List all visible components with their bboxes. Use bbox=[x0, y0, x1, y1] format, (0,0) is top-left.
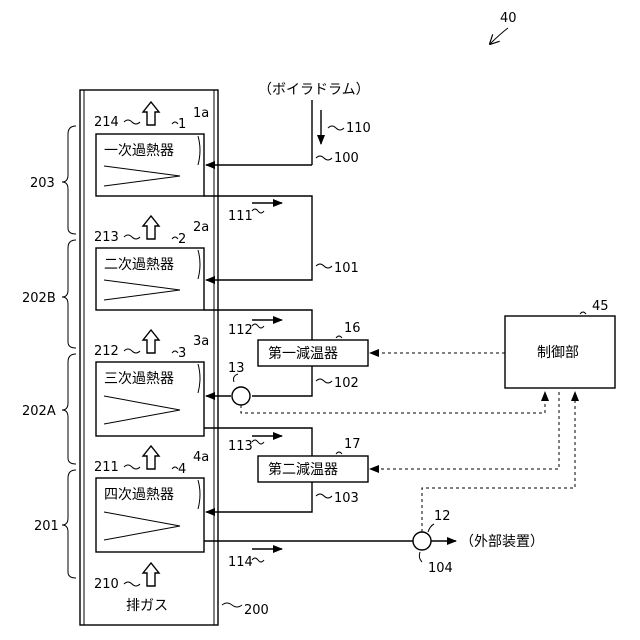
superheater-4-label: 四次過熱器 bbox=[104, 487, 174, 503]
gas-flow-210-leader bbox=[124, 582, 140, 586]
section-brace-202B: 202B bbox=[22, 240, 76, 348]
pipe-104-label: 104 bbox=[428, 561, 453, 576]
attemperator-2-leader bbox=[336, 452, 342, 454]
sensor-13-label: 13 bbox=[228, 361, 245, 376]
figure-pointer bbox=[490, 28, 508, 44]
gas-flow-arrow-214 bbox=[143, 102, 159, 125]
pipe-102-leader bbox=[316, 379, 332, 383]
signal-from-sensor-13 bbox=[241, 392, 545, 413]
gas-flow-210-label: 210 bbox=[94, 577, 119, 592]
pipe-102-upper bbox=[204, 310, 312, 340]
gas-flow-214-leader bbox=[124, 120, 140, 124]
attemperator-1-leader bbox=[336, 336, 342, 338]
sensor-12-leader bbox=[428, 524, 434, 532]
attemperator-2-ref: 17 bbox=[344, 437, 361, 452]
gas-flow-214-label: 214 bbox=[94, 115, 119, 130]
attemperator-1-ref: 16 bbox=[344, 321, 361, 336]
gas-flow-213-leader bbox=[124, 235, 140, 239]
pipe-103-lower bbox=[206, 482, 312, 512]
attemperator-2-label: 第二減温器 bbox=[268, 461, 338, 478]
flow-111-leader bbox=[252, 209, 264, 213]
superheater-3a-ref: 3a bbox=[193, 334, 209, 349]
section-brace-201: 201 bbox=[34, 470, 76, 578]
pipe-101-leader bbox=[316, 264, 332, 268]
superheater-2-ref: 2 bbox=[178, 232, 186, 247]
exhaust-gas-label: 排ガス bbox=[126, 598, 168, 614]
pipe-101 bbox=[204, 196, 312, 280]
pipe-100-leader bbox=[316, 156, 332, 160]
temperature-sensor-13 bbox=[232, 387, 250, 405]
duct-ref: 200 bbox=[244, 603, 269, 618]
superheater-4-ref: 4 bbox=[178, 462, 186, 477]
pipe-102-lower bbox=[252, 366, 312, 396]
gas-flow-arrow-210 bbox=[143, 563, 159, 586]
pipe-104-leader bbox=[419, 552, 422, 562]
section-202B-label: 202B bbox=[22, 291, 56, 306]
superheater-1-ref: 1 bbox=[178, 117, 186, 132]
superheater-2: 213 二次過熱器 2 2a bbox=[94, 216, 209, 310]
flow-110-label: 110 bbox=[346, 121, 371, 136]
duct-leader bbox=[222, 603, 242, 607]
gas-flow-213-label: 213 bbox=[94, 230, 119, 245]
gas-flow-211-label: 211 bbox=[94, 460, 119, 475]
external-device-label: （外部装置） bbox=[460, 534, 544, 550]
controller-label: 制御部 bbox=[537, 345, 579, 361]
section-brace-203: 203 bbox=[30, 126, 76, 234]
flow-113-leader bbox=[252, 440, 264, 444]
section-203-label: 203 bbox=[30, 176, 55, 191]
pipe-103-label: 103 bbox=[334, 491, 359, 506]
pipe-101-label: 101 bbox=[334, 261, 359, 276]
flow-111-label: 111 bbox=[228, 209, 253, 224]
superheater-3-label: 三次過熱器 bbox=[104, 371, 174, 387]
figure-number: 40 bbox=[500, 11, 517, 26]
superheater-4: 211 四次過熱器 4 4a bbox=[94, 446, 209, 552]
flow-113-label: 113 bbox=[228, 439, 253, 454]
pipe-103-leader bbox=[316, 494, 332, 498]
flow-110-leader bbox=[328, 126, 344, 130]
superheater-1: 214 一次過熱器 1 1a bbox=[94, 102, 209, 196]
superheater-3: 212 三次過熱器 3 3a bbox=[94, 330, 209, 436]
flow-112-label: 112 bbox=[228, 323, 253, 338]
boiler-drum-label: （ボイラドラム） bbox=[258, 82, 370, 98]
superheater-3-ref: 3 bbox=[178, 346, 186, 361]
attemperator-1-label: 第一減温器 bbox=[268, 345, 338, 362]
pipe-102-label: 102 bbox=[334, 376, 359, 391]
section-201-label: 201 bbox=[34, 519, 59, 534]
gas-flow-212-label: 212 bbox=[94, 344, 119, 359]
outlet-sensor-12 bbox=[413, 532, 431, 550]
section-202A-label: 202A bbox=[22, 404, 56, 419]
superheater-4a-ref: 4a bbox=[193, 450, 209, 465]
controller-ref: 45 bbox=[592, 299, 609, 314]
gas-flow-arrow-212 bbox=[143, 330, 159, 353]
gas-flow-212-leader bbox=[124, 349, 140, 353]
superheater-2a-ref: 2a bbox=[193, 220, 209, 235]
gas-flow-arrow-213 bbox=[143, 216, 159, 239]
flow-114-label: 114 bbox=[228, 555, 253, 570]
signal-to-attemperator-2 bbox=[370, 392, 559, 469]
flow-112-leader bbox=[252, 324, 264, 328]
superheater-2-label: 二次過熱器 bbox=[104, 257, 174, 273]
controller-leader bbox=[580, 312, 586, 314]
superheater-1a-ref: 1a bbox=[193, 106, 209, 121]
section-brace-202A: 202A bbox=[22, 354, 76, 464]
pipe-100-label: 100 bbox=[334, 151, 359, 166]
sensor-12-label: 12 bbox=[434, 509, 451, 524]
superheater-1-label: 一次過熱器 bbox=[104, 143, 174, 159]
gas-flow-211-leader bbox=[124, 465, 140, 469]
gas-flow-arrow-211 bbox=[143, 446, 159, 469]
flow-114-leader bbox=[252, 558, 264, 562]
